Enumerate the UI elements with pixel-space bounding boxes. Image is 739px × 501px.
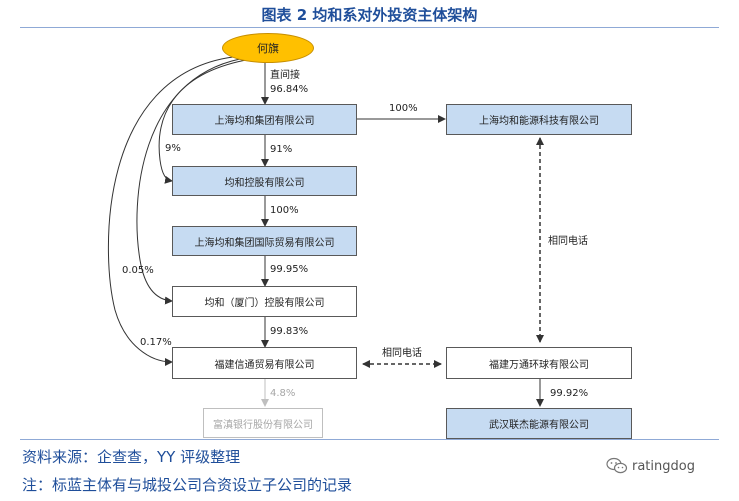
label-shjh-shny: 100% — [389, 103, 418, 114]
node-shanghai-junhe-energy-tech: 上海均和能源科技有限公司 — [446, 104, 632, 135]
footer-divider — [20, 439, 719, 440]
label-fjwt-whlj: 99.92% — [550, 388, 589, 399]
label-xm-fjxt: 99.83% — [270, 326, 309, 337]
node-fujian-xintong-trade: 福建信通贸易有限公司 — [172, 347, 357, 379]
node-heqi: 何旗 — [222, 33, 314, 63]
label-same-phone-vertical: 相同电话 — [548, 236, 588, 247]
label-fjxt-fdyh: 4.8% — [270, 388, 296, 399]
node-fudian-bank: 富滇银行股份有限公司 — [203, 408, 323, 438]
node-shanghai-junhe-group: 上海均和集团有限公司 — [172, 104, 357, 135]
label-direct-indirect: 直间接 — [270, 70, 300, 81]
title-divider — [20, 27, 719, 28]
source-note: 资料来源：企查查，YY 评级整理 — [22, 448, 241, 466]
page-title: 图表 2 均和系对外投资主体架构 — [261, 6, 478, 24]
edge-heqi-jhkg — [158, 59, 247, 184]
wechat-icon — [606, 457, 628, 474]
edge-heqi-fjxt — [107, 56, 234, 366]
node-wuhan-lianjie-energy: 武汉联杰能源有限公司 — [446, 408, 632, 439]
label-jhkg-shgj: 100% — [270, 205, 299, 216]
label-heqi-fjxt: 0.17% — [140, 337, 172, 348]
node-junhe-holdings: 均和控股有限公司 — [172, 166, 357, 196]
edge-heqi-xm — [136, 58, 241, 305]
watermark-text: ratingdog — [632, 458, 695, 474]
label-direct-pct: 96.84% — [270, 84, 309, 95]
label-heqi-xm: 0.05% — [122, 265, 154, 276]
label-heqi-jhkg: 9% — [165, 143, 181, 154]
label-same-phone-horizontal: 相同电话 — [382, 348, 422, 359]
watermark: ratingdog — [606, 457, 695, 475]
label-shgj-xm: 99.95% — [270, 264, 309, 275]
label-shjh-jhkg: 91% — [270, 144, 293, 155]
footnote: 注：标蓝主体有与城投公司合资设立子公司的记录 — [22, 476, 353, 494]
node-fujian-wantong-global: 福建万通环球有限公司 — [446, 347, 632, 379]
node-junhe-xiamen-holdings: 均和（厦门）控股有限公司 — [172, 286, 357, 317]
node-shanghai-junhe-intl-trade: 上海均和集团国际贸易有限公司 — [172, 226, 357, 256]
